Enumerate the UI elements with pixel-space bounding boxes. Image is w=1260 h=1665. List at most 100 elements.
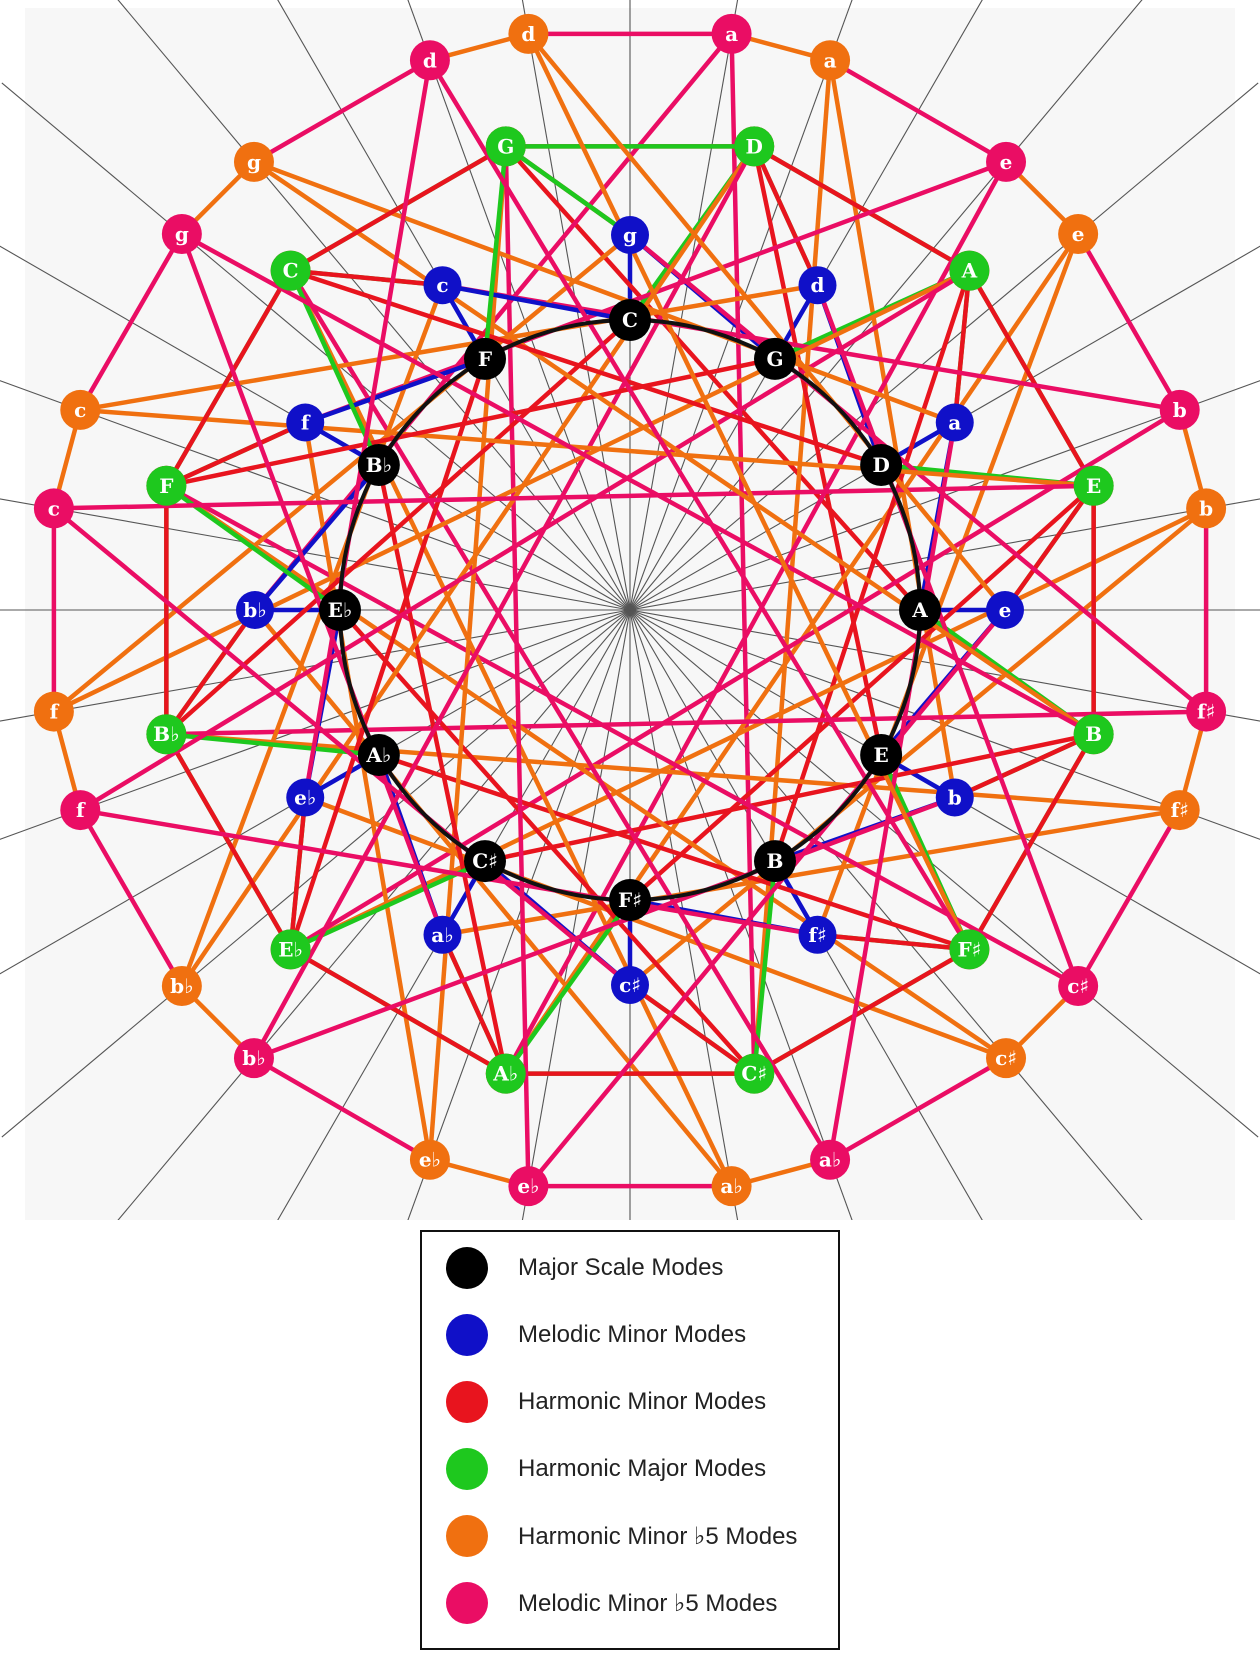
note-node-melodic_minor_b5: f♯ — [1186, 691, 1227, 732]
node-label: E — [874, 743, 889, 767]
connection-line — [289, 947, 507, 1076]
node-dot — [609, 879, 651, 921]
legend-swatch — [446, 1247, 488, 1289]
connection-line — [303, 422, 433, 1161]
connection-line — [504, 144, 632, 237]
connection-line — [52, 268, 971, 714]
connection-line — [165, 483, 1008, 1060]
node-dot — [485, 126, 526, 167]
note-node-harmonic_major: C — [270, 250, 311, 291]
node-dot — [734, 126, 775, 167]
connection-line — [180, 145, 757, 988]
node-label: f — [50, 700, 60, 724]
note-node-melodic_minor_b5: c — [33, 488, 74, 529]
node-dot — [423, 266, 462, 305]
node-dot — [810, 40, 851, 81]
spoke-line — [521, 609, 631, 1220]
node-label: a — [824, 48, 837, 72]
note-node-melodic: c — [423, 266, 462, 305]
note-node-melodic: b♭ — [236, 591, 274, 629]
node-dot — [949, 250, 990, 291]
note-node-harmonic_minor_b5: d — [508, 13, 549, 54]
connection-line — [303, 59, 433, 798]
node-dot — [60, 790, 101, 831]
node-label: b♭ — [242, 1046, 265, 1070]
node-dot — [409, 40, 450, 81]
connection-line — [828, 1056, 1008, 1162]
note-node-melodic_minor_b5: g — [161, 213, 202, 254]
node-label: e♭ — [419, 1148, 441, 1172]
spoke-line — [629, 0, 739, 611]
connection-line — [304, 356, 486, 425]
connection-line — [628, 983, 756, 1076]
note-node-major: A — [899, 589, 941, 631]
node-dot — [935, 403, 974, 442]
connection-line — [180, 231, 1095, 737]
node-dot — [860, 734, 903, 776]
note-node-melodic: f♯ — [798, 915, 837, 954]
node-label: c — [74, 398, 86, 422]
node-dot — [1159, 389, 1200, 430]
note-node-melodic_minor_b5: e — [986, 141, 1027, 182]
note-node-major: C♯ — [464, 840, 506, 883]
spoke-line — [277, 0, 631, 611]
connection-line — [253, 795, 956, 1061]
node-dot — [986, 591, 1024, 629]
connection-line — [442, 283, 631, 323]
connection-line — [288, 269, 734, 1188]
connection-line — [828, 58, 1008, 164]
note-node-melodic: b — [935, 778, 974, 817]
connection-line — [251, 145, 757, 1060]
note-node-melodic: e♭ — [286, 778, 325, 817]
legend-swatch — [446, 1314, 488, 1356]
node-dot — [935, 778, 974, 817]
spoke-line — [629, 380, 1260, 611]
node-label: a♭ — [720, 1174, 742, 1198]
node-label: F♯ — [957, 937, 981, 961]
node-label: F — [478, 347, 492, 371]
node-label: C — [622, 308, 638, 332]
node-dot — [357, 444, 400, 486]
note-node-harmonic_minor_b5: f — [33, 691, 74, 732]
node-dot — [233, 1038, 274, 1079]
node-dot — [1186, 488, 1227, 529]
spoke-line — [629, 0, 1143, 611]
legend-label: Harmonic Minor Modes — [518, 1388, 767, 1415]
connection-line — [165, 420, 307, 488]
legend-swatch — [446, 1582, 488, 1624]
node-dot — [33, 691, 74, 732]
connection-line — [967, 269, 1096, 487]
legend-label: Harmonic Major Modes — [518, 1455, 767, 1482]
node-dot — [33, 488, 74, 529]
connection-line — [952, 270, 972, 423]
connection-line — [179, 284, 445, 987]
connection-line — [78, 808, 184, 988]
node-label: E♭ — [278, 937, 303, 961]
node-label: C♯ — [472, 849, 498, 873]
connection-line — [752, 145, 820, 287]
node-label: c — [436, 273, 448, 297]
node-dot — [1073, 465, 1114, 506]
node-dot — [611, 216, 649, 254]
connection-line — [753, 144, 971, 273]
note-node-melodic_minor_b5: c♯ — [1058, 966, 1099, 1007]
spoke-line — [0, 609, 631, 975]
node-dot — [986, 1038, 1027, 1079]
connection-line — [442, 807, 1181, 937]
node-label: A♭ — [365, 743, 391, 767]
node-dot — [754, 840, 796, 883]
connection-line — [290, 268, 443, 288]
node-dot — [464, 840, 506, 883]
spoke-line — [629, 0, 983, 611]
spoke-line — [277, 609, 631, 1220]
connection-line — [729, 33, 757, 1074]
node-label: e♭ — [517, 1174, 539, 1198]
connection-line — [440, 933, 508, 1075]
connection-line — [79, 807, 818, 937]
node-label: D — [746, 134, 763, 158]
node-label: C — [283, 259, 299, 283]
node-label: e♭ — [294, 786, 316, 810]
connection-line — [289, 407, 1181, 952]
node-label: c♯ — [619, 973, 641, 997]
legend-label: Harmonic Minor ♭5 Modes — [518, 1522, 798, 1550]
